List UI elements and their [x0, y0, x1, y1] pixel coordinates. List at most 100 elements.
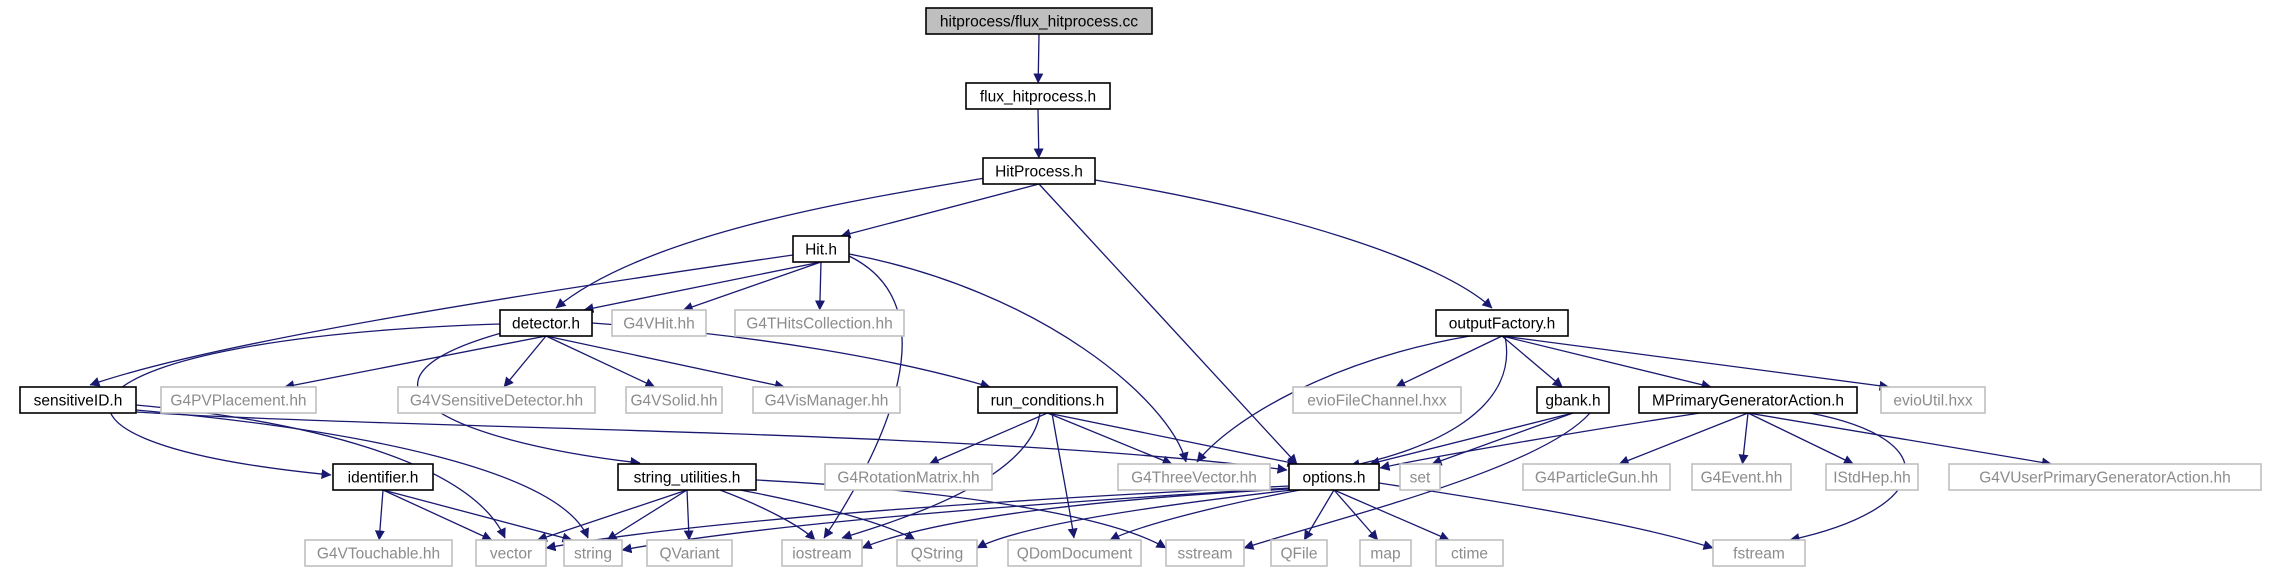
edge-string-utilities-h-to-QVariant [683, 489, 694, 541]
edge-options-h-to-vector [545, 485, 1290, 552]
edge-string-utilities-h-to-string [606, 489, 688, 541]
node-QString: QString [896, 539, 978, 567]
node-root[interactable]: hitprocess/flux_hitprocess.cc [925, 7, 1153, 35]
node-label: G4VSensitiveDetector.hh [410, 393, 583, 410]
node-label: map [1370, 546, 1400, 563]
node-outputFactory-h[interactable]: outputFactory.h [1435, 309, 1569, 337]
edge-Hit-h-to-G4VHit-hh [682, 261, 822, 312]
edge-identifier-h-to-vector [382, 489, 493, 541]
node-detector-h[interactable]: detector.h [499, 309, 593, 337]
node-label: string_utilities.h [634, 470, 741, 487]
node-G4THitsCollection-hh: G4THitsCollection.hh [734, 309, 905, 337]
edge-run-conditions-h-to-G4ThreeVector-hh [1047, 412, 1173, 466]
node-label: QDomDocument [1017, 546, 1133, 563]
node-box [397, 386, 596, 414]
edge-Hit-h-to-G4ThreeVector-hh [848, 253, 1189, 463]
node-map: map [1359, 539, 1412, 567]
edge-detector-h-to-G4VisManager-hh [545, 335, 785, 390]
edge-identifier-h-to-string [382, 489, 573, 543]
edge-options-h-to-QDomDocument [1109, 489, 1301, 541]
node-G4VHit-hh: G4VHit.hh [611, 309, 707, 337]
node-box [925, 7, 1153, 35]
node-G4PVPlacement-hh: G4PVPlacement.hh [160, 386, 317, 414]
node-run-conditions-h[interactable]: run_conditions.h [977, 386, 1118, 414]
edge-MPrimaryGeneratorAction-h-to-G4ParticleGun-hh [1618, 412, 1749, 466]
node-box [734, 309, 905, 337]
node-vector: vector [475, 539, 547, 567]
edge-options-h-to-fstream [1378, 482, 1714, 550]
edge-run-conditions-h-to-options-h [1047, 412, 1298, 467]
node-options-h[interactable]: options.h [1288, 463, 1380, 491]
node-identifier-h[interactable]: identifier.h [332, 463, 434, 491]
node-G4RotationMatrix-hh: G4RotationMatrix.hh [824, 463, 993, 491]
node-label: fstream [1733, 546, 1785, 563]
node-MPrimaryGeneratorAction-h[interactable]: MPrimaryGeneratorAction.h [1638, 386, 1858, 414]
node-label: flux_hitprocess.h [980, 89, 1096, 106]
node-label: G4VHit.hh [623, 316, 695, 333]
node-G4VSensitiveDetector-hh: G4VSensitiveDetector.hh [397, 386, 596, 414]
node-Hit-h[interactable]: Hit.h [792, 235, 850, 263]
node-label: G4ThreeVector.hh [1131, 470, 1257, 487]
node-label: set [1410, 470, 1431, 487]
edge-outputFactory-h-to-MPrimaryGeneratorAction-h [1501, 335, 1712, 390]
node-fstream: fstream [1712, 539, 1806, 567]
node-box [1825, 463, 1919, 491]
edge-HitProcess-h-to-detector-h [555, 177, 986, 309]
edge-HitProcess-h-to-options-h [1038, 183, 1298, 465]
node-label: QString [911, 546, 964, 563]
node-label: string [574, 546, 612, 563]
node-box [977, 386, 1118, 414]
edge-identifier-h-to-G4VTouchable-hh [374, 489, 385, 541]
node-box [1007, 539, 1142, 567]
edge-MPrimaryGeneratorAction-h-to-options-h [1379, 412, 1701, 471]
node-box [1435, 539, 1504, 567]
node-label: G4VUserPrimaryGeneratorAction.hh [1979, 470, 2231, 487]
edge-options-h-to-QFile [1303, 489, 1335, 541]
edge-options-h-to-map [1333, 489, 1379, 541]
edge-sensitiveID-h-to-options-h [135, 411, 1288, 474]
node-box [332, 463, 434, 491]
node-label: IStdHep.hh [1833, 470, 1911, 487]
node-box [1288, 463, 1380, 491]
edge-Hit-h-to-sensitiveID-h [89, 254, 794, 387]
node-G4Event-hh: G4Event.hh [1691, 463, 1792, 491]
edge-outputFactory-h-to-gbank-h [1501, 335, 1563, 388]
node-box [1292, 386, 1462, 414]
edge-run-conditions-h-to-iostream [841, 412, 1041, 540]
node-label: ctime [1451, 546, 1488, 563]
node-box [792, 235, 850, 263]
node-gbank-h[interactable]: gbank.h [1536, 386, 1610, 414]
edge-MPrimaryGeneratorAction-h-to-IStdHep-hh [1747, 412, 1854, 465]
node-label: outputFactory.h [1449, 316, 1556, 333]
node-label: QFile [1280, 546, 1317, 563]
node-string: string [563, 539, 623, 567]
nodes-layer: hitprocess/flux_hitprocess.cc flux_hitpro… [19, 7, 2262, 567]
node-label: HitProcess.h [995, 164, 1083, 181]
node-string-utilities-h[interactable]: string_utilities.h [617, 463, 757, 491]
node-label: sensitiveID.h [34, 393, 123, 410]
edge-detector-h-to-G4VSolid-hh [545, 335, 656, 388]
node-G4VisManager-hh: G4VisManager.hh [752, 386, 901, 414]
node-label: G4RotationMatrix.hh [837, 470, 979, 487]
node-HitProcess-h[interactable]: HitProcess.h [982, 157, 1096, 185]
node-box [160, 386, 317, 414]
node-box [1359, 539, 1412, 567]
node-flux-hitprocess-h[interactable]: flux_hitprocess.h [965, 82, 1111, 110]
edge-string-utilities-h-to-vector [536, 489, 688, 542]
node-box [824, 463, 993, 491]
node-box [499, 309, 593, 337]
node-box [1435, 309, 1569, 337]
edge-root-to-flux-hitprocess-h [1033, 33, 1044, 84]
edge-outputFactory-h-to-evioFileChannel-hxx [1395, 335, 1503, 388]
node-G4VUserPrimaryGeneratorAction-hh: G4VUserPrimaryGeneratorAction.hh [1948, 463, 2262, 491]
edge-options-h-to-iostream [861, 488, 1291, 550]
node-box [617, 463, 757, 491]
node-label: QVariant [659, 546, 720, 563]
node-box [1948, 463, 2262, 491]
node-box [1270, 539, 1328, 567]
edge-options-h-to-QString [976, 489, 1293, 549]
node-label: G4VTouchable.hh [317, 546, 440, 563]
edge-Hit-h-to-G4THitsCollection-hh [814, 261, 825, 311]
node-sensitiveID-h[interactable]: sensitiveID.h [19, 386, 137, 414]
